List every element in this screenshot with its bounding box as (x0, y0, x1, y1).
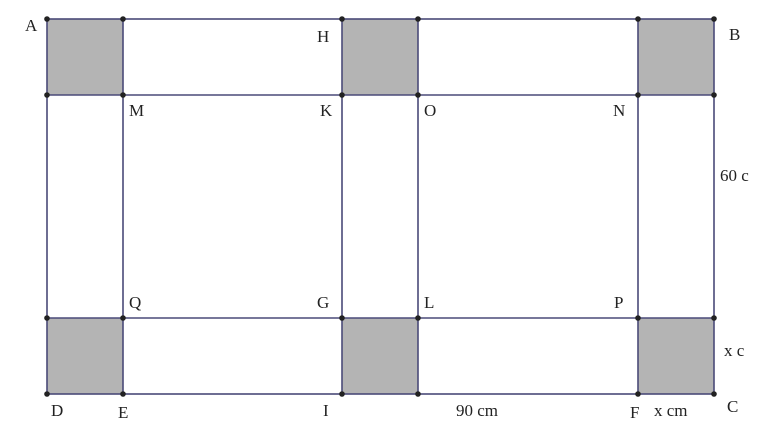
label-h: H (317, 27, 329, 46)
dot-e (120, 391, 126, 397)
dimension-labels: 60 c x c 90 cm x cm (456, 166, 749, 420)
label-n: N (613, 101, 625, 120)
label-e: E (118, 403, 128, 422)
label-c: C (727, 397, 738, 416)
dot-b (711, 16, 717, 22)
dot-row2-0 (44, 92, 50, 98)
label-i: I (323, 401, 329, 420)
dot-row2-5 (711, 92, 717, 98)
shaded-square-bottom-middle (342, 318, 418, 394)
label-p: P (614, 293, 623, 312)
label-f: F (630, 403, 639, 422)
label-o: O (424, 101, 436, 120)
label-k: K (320, 101, 333, 120)
label-b: B (729, 25, 740, 44)
dot-h (339, 16, 345, 22)
shaded-square-bottom-right (638, 318, 714, 394)
dot-row3-0 (44, 315, 50, 321)
grid-lines (46, 18, 715, 395)
shaded-square-top-right (638, 19, 714, 95)
dimension-60: 60 c (720, 166, 749, 185)
dot-i (339, 391, 345, 397)
dot-q (120, 315, 126, 321)
dot-f (635, 391, 641, 397)
dot-o (415, 92, 421, 98)
dot-a (44, 16, 50, 22)
point-labels: A H B M K O N Q G L P D E I F C (25, 16, 740, 422)
label-l: L (424, 293, 434, 312)
dot-bottom-3 (415, 391, 421, 397)
label-q: Q (129, 293, 141, 312)
outer-rectangle-abcd (46, 18, 715, 395)
dot-n (635, 92, 641, 98)
shaded-square-top-left (47, 19, 123, 95)
dot-g (339, 315, 345, 321)
dimension-x-right: x c (724, 341, 745, 360)
dot-row3-5 (711, 315, 717, 321)
dot-top-1 (120, 16, 126, 22)
label-d: D (51, 401, 63, 420)
shaded-square-bottom-left (47, 318, 123, 394)
shaded-squares (47, 19, 714, 394)
dot-k (339, 92, 345, 98)
vertex-dots (44, 16, 717, 397)
dot-c (711, 391, 717, 397)
dimension-x-bottom: x cm (654, 401, 688, 420)
label-a: A (25, 16, 38, 35)
label-g: G (317, 293, 329, 312)
dot-top-3 (415, 16, 421, 22)
shaded-square-top-middle (342, 19, 418, 95)
dot-p (635, 315, 641, 321)
dimension-90: 90 cm (456, 401, 498, 420)
dot-m (120, 92, 126, 98)
dot-top-4 (635, 16, 641, 22)
label-m: M (129, 101, 144, 120)
dot-l (415, 315, 421, 321)
dot-d (44, 391, 50, 397)
